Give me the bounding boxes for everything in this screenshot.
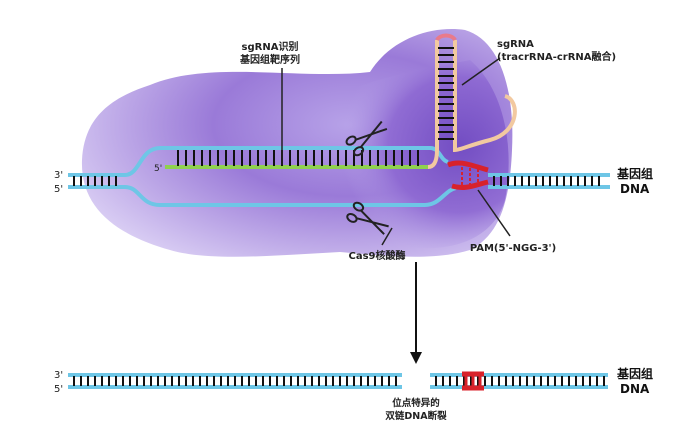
pam-pointer [477,189,511,237]
genome-dna-label-bottom: 基因组 [616,366,653,381]
pam-site [447,160,489,190]
cas9-label: Cas9核酸酶 [349,249,406,262]
strand-label-5prime-bottom: 5' [54,384,63,395]
pam-site-bottom [462,371,484,391]
genome-dna-label-top-2: DNA [620,182,650,196]
guide-5prime-label: 5' [154,164,162,174]
top-dna-left [68,173,125,189]
top-dna-right [488,173,610,189]
strand-label-3prime-bottom: 3' [54,370,63,381]
top-strand-upper [124,146,449,177]
dsb-label-2: 双链DNA断裂 [384,410,447,422]
sgrna-hairpin [427,33,517,169]
pam-label: PAM(5'-NGG-3') [470,243,556,254]
sgrna-recognition-label: sgRNA识别 [242,40,299,53]
sgrna-pointer [461,57,501,86]
cas9-pointer [381,227,393,246]
sgrna-subtitle: (tracrRNA-crRNA融合) [497,50,616,63]
sgrna-recognition-label-2: 基因组靶序列 [239,53,300,66]
sgrna-title: sgRNA [497,39,534,50]
dsb-label: 位点特异的 [392,397,440,409]
strand-label-5prime-top: 5' [54,184,63,195]
scissors-icon [346,201,389,235]
bottom-dna-left [68,373,402,389]
strand-label-3prime-top: 3' [54,170,63,181]
scissors-icon [345,120,388,157]
bottom-dna-right [430,371,608,391]
genome-dna-label-bottom-2: DNA [620,382,650,396]
genome-dna-label-top: 基因组 [616,166,653,181]
top-strand-lower [124,185,457,207]
down-arrow-icon [410,262,422,364]
